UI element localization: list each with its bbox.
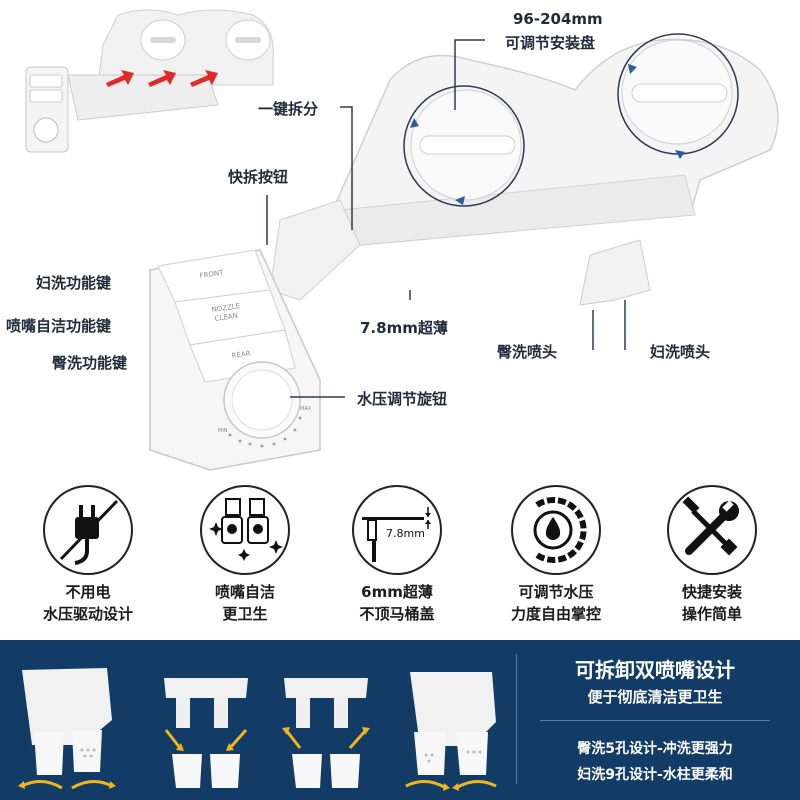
thin-profile-icon: 7.8mm	[352, 485, 442, 575]
panel-feminine-detail: 妇洗9孔设计-水柱更柔和	[577, 767, 733, 783]
nozzle-sparkle-icon	[200, 485, 290, 575]
mount-range-label: 96-204mm	[513, 10, 603, 28]
panel-divider	[516, 654, 517, 784]
thin-profile-dim-text: 7.8mm	[386, 527, 425, 540]
panel-rear-text: REAR	[231, 349, 251, 360]
feature-thin-line1: 6mm超薄	[361, 583, 433, 601]
one-key-detach-label: 一键拆分	[258, 100, 319, 118]
feature-self-clean-line2: 更卫生	[222, 605, 268, 623]
panel-subtitle: 便于彻底清洁更卫生	[587, 688, 723, 706]
rear-nozzle-label: 臀洗喷头	[497, 343, 558, 361]
mount-plate-label: 可调节安装盘	[505, 34, 596, 52]
bidet-product-illustration: FRONT NOZZLE CLEAN REAR MAX MIN	[149, 33, 779, 471]
feature-ultra-thin: 7.8mm 6mm超薄不顶马桶盖	[322, 485, 472, 625]
quick-release-label: 快拆按钮	[228, 168, 289, 186]
detach-arrows	[106, 70, 218, 87]
pressure-knob-label: 水压调节旋钮	[357, 390, 448, 408]
nozzle-clean-key-label: 喷嘴自洁功能键	[6, 317, 112, 335]
nozzle-pair-illustration-3	[282, 678, 370, 788]
panel-max-text: MAX	[300, 406, 312, 412]
no-plug-icon	[43, 485, 133, 575]
feature-install-line1: 快捷安装	[681, 583, 742, 601]
rear-key-label: 臀洗功能键	[52, 354, 128, 372]
detach-inset-illustration	[25, 9, 274, 153]
panel-separator	[540, 720, 770, 721]
wrench-screwdriver-icon	[667, 485, 757, 575]
nozzle-pair-illustration-4	[405, 672, 497, 791]
water-drop-dial-icon	[511, 485, 601, 575]
feature-adjustable-pressure: 可调节水压力度自由掌控	[481, 485, 631, 625]
feature-no-electricity-line1: 不用电	[65, 583, 111, 601]
feminine-key-label: 妇洗功能键	[36, 274, 112, 292]
nozzle-pair-illustration-1	[18, 668, 116, 790]
panel-clean-text: CLEAN	[214, 312, 238, 323]
feature-install-line2: 操作简单	[681, 605, 742, 623]
detachable-nozzle-panel: 可拆卸双喷嘴设计 便于彻底清洁更卫生 臀洗5孔设计-冲洗更强力 妇洗9孔设计-水…	[0, 640, 800, 800]
feature-nozzle-self-clean: 喷嘴自洁更卫生	[170, 485, 320, 625]
panel-min-text: MIN	[218, 428, 228, 434]
feature-quick-install: 快捷安装操作简单	[637, 485, 787, 625]
feature-no-electricity-line2: 水压驱动设计	[42, 605, 133, 623]
feature-pressure-line2: 力度自由掌控	[510, 605, 601, 623]
panel-title: 可拆卸双喷嘴设计	[575, 658, 735, 682]
feminine-nozzle-label: 妇洗喷头	[650, 343, 711, 361]
nozzle-pair-illustration-2	[164, 678, 248, 788]
feature-no-electricity: 不用电水压驱动设计	[13, 485, 163, 625]
feature-pressure-line1: 可调节水压	[518, 583, 594, 601]
thickness-label: 7.8mm超薄	[360, 319, 448, 337]
panel-rear-detail: 臀洗5孔设计-冲洗更强力	[577, 741, 733, 757]
panel-nozzle-text: NOZZLE	[211, 302, 241, 314]
feature-self-clean-line1: 喷嘴自洁	[214, 583, 275, 601]
feature-thin-line2: 不顶马桶盖	[359, 605, 435, 623]
panel-front-text: FRONT	[199, 269, 225, 280]
